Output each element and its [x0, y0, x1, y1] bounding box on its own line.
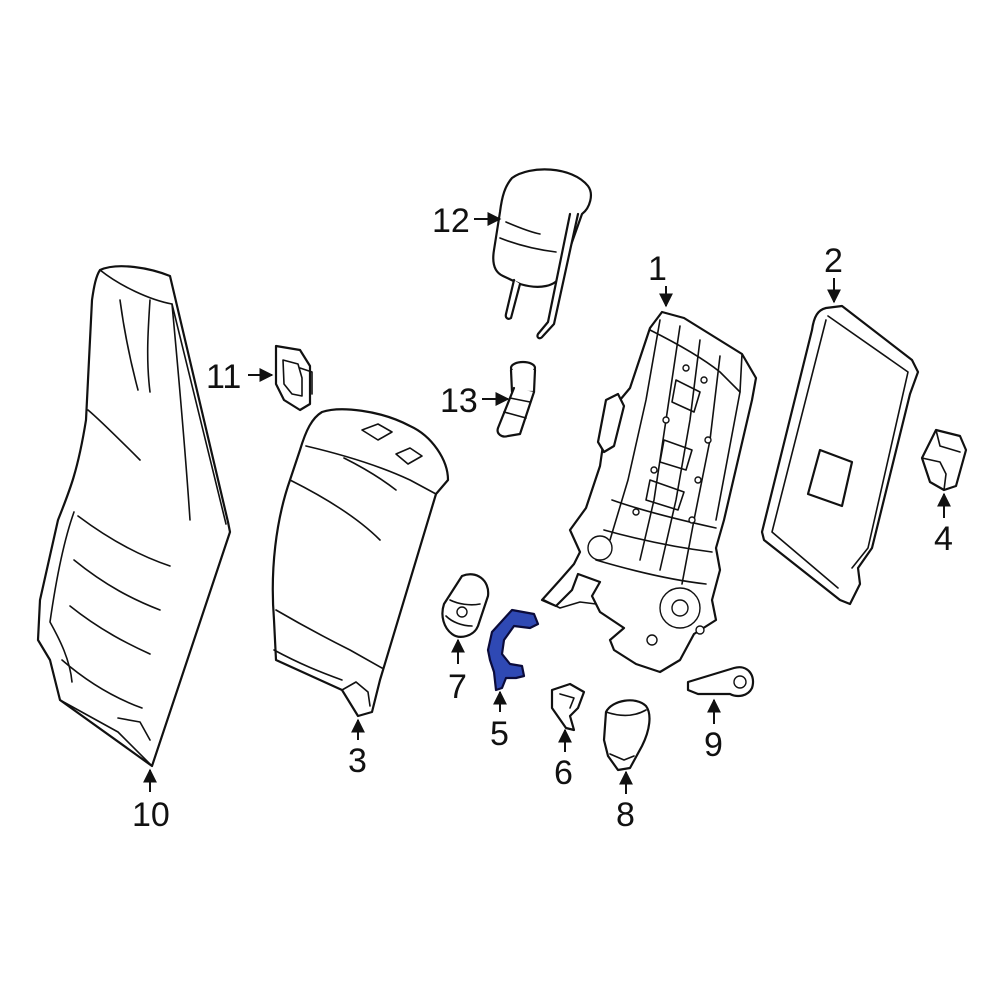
callout-label-12: 12: [432, 202, 470, 240]
callout-label-5: 5: [490, 715, 509, 753]
callout-label-10: 10: [132, 796, 170, 834]
headrest-guide-part[interactable]: [496, 360, 537, 438]
callout-11: 11: [206, 358, 274, 396]
headrest-part[interactable]: [492, 168, 592, 340]
panel-clip-part[interactable]: [920, 428, 968, 492]
callout-3: 3: [348, 718, 367, 780]
callout-6: 6: [554, 728, 573, 792]
back-panel-part[interactable]: [760, 304, 920, 606]
trim-bezel-part[interactable]: [274, 344, 313, 412]
callout-12: 12: [432, 202, 502, 240]
callout-4: 4: [934, 492, 953, 558]
seat-back-pad-part[interactable]: [271, 408, 450, 718]
callout-label-7: 7: [448, 668, 467, 706]
callout-8: 8: [616, 770, 635, 834]
callout-label-8: 8: [616, 796, 635, 834]
callout-label-13: 13: [440, 382, 478, 420]
clip-part[interactable]: [550, 682, 586, 732]
end-cap-part[interactable]: [602, 699, 651, 772]
callout-label-11: 11: [206, 358, 241, 396]
callout-label-9: 9: [704, 726, 723, 764]
seat-back-cover-part[interactable]: [36, 265, 232, 768]
callout-9: 9: [704, 698, 723, 764]
callout-1: 1: [648, 250, 673, 308]
recliner-bracket-part[interactable]: [486, 608, 540, 692]
callout-2: 2: [824, 242, 843, 304]
callout-label-4: 4: [934, 520, 953, 558]
callout-label-2: 2: [824, 242, 843, 280]
callout-7: 7: [448, 638, 467, 706]
callout-5: 5: [490, 690, 509, 753]
callout-label-3: 3: [348, 742, 367, 780]
callout-13: 13: [440, 382, 510, 420]
callout-label-1: 1: [648, 250, 667, 288]
pivot-cover-part[interactable]: [441, 573, 490, 638]
release-handle-part[interactable]: [686, 666, 755, 698]
seat-back-frame-part[interactable]: [540, 310, 758, 674]
callout-label-6: 6: [554, 754, 573, 792]
callout-10: 10: [132, 768, 170, 834]
